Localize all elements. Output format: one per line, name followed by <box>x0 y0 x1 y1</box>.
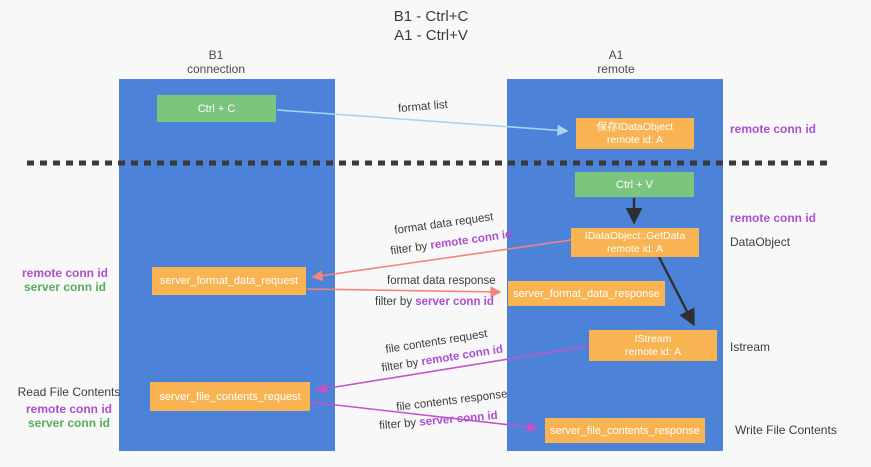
server-format-data-request-box: server_format_data_request <box>152 267 306 295</box>
getdata-line1: IDataObject::GetData <box>584 229 686 242</box>
save-idataobject-line1: 保存IDataObject <box>596 120 674 133</box>
server-format-data-request-label: server_format_data_request <box>159 275 299 287</box>
server-file-contents-response-label: server_file_contents_response <box>550 424 700 437</box>
filter-by-prefix: filter by <box>375 296 416 308</box>
lane-header-b1: B1 connection <box>136 48 296 76</box>
format-data-response-label: format data response <box>387 275 496 287</box>
ctrl-v-box: Ctrl + V <box>575 172 694 197</box>
server-file-contents-response-box: server_file_contents_response <box>545 418 705 443</box>
right-dataobject-label: DataObject <box>730 235 791 249</box>
right-write-file-contents-label: Write File Contents <box>735 423 837 437</box>
page-title-line1: B1 - Ctrl+C <box>393 8 469 25</box>
server-format-data-response-box: server_format_data_response <box>508 281 665 306</box>
left-remote-conn-id-bottom: remote conn id <box>25 402 112 416</box>
istream-line2: remote id: A <box>624 345 682 358</box>
left-server-conn-id-top: server conn id <box>23 280 107 294</box>
lane-a1-type: remote <box>597 61 635 76</box>
right-remote-conn-id-top: remote conn id <box>730 122 817 136</box>
left-read-file-contents-label: Read File Contents <box>17 385 121 399</box>
idataobject-getdata-box: IDataObject::GetData remote id: A <box>571 228 699 257</box>
ctrl-v-label: Ctrl + V <box>616 178 653 191</box>
server-file-contents-request-label: server_file_contents_request <box>159 390 301 403</box>
page-title: B1 - Ctrl+C A1 - Ctrl+V <box>0 7 862 45</box>
ctrl-c-box: Ctrl + C <box>157 95 276 122</box>
getdata-to-istream-arrow <box>657 256 695 327</box>
istream-box: IStream remote id: A <box>589 330 717 361</box>
left-server-conn-id-bottom: server conn id <box>27 416 111 430</box>
save-idataobject-line2: remote id: A <box>606 133 664 146</box>
lane-b1-name: B1 <box>208 48 224 62</box>
format-data-response-filter-label: filter by server conn id <box>375 296 494 308</box>
file-contents-request-arrow <box>315 345 590 394</box>
page-title-line2: A1 - Ctrl+V <box>394 27 468 44</box>
left-remote-conn-id-top: remote conn id <box>21 266 108 280</box>
lane-header-a1: A1 remote <box>536 48 696 76</box>
save-idataobject-box: 保存IDataObject remote id: A <box>576 118 694 149</box>
lane-a1-name: A1 <box>608 48 624 62</box>
lane-b1-type: connection <box>186 61 246 76</box>
server-format-data-response-label: server_format_data_response <box>513 287 660 300</box>
istream-line1: IStream <box>634 332 672 345</box>
file-contents-response-arrow <box>309 401 539 433</box>
format-data-request-arrow <box>311 239 572 282</box>
server-file-contents-request-box: server_file_contents_request <box>150 382 310 411</box>
server-conn-id-text: server conn id <box>415 296 494 308</box>
right-istream-label: Istream <box>730 340 771 354</box>
getdata-line2: remote id: A <box>606 242 664 255</box>
format-data-response-arrow <box>306 286 502 298</box>
format-list-arrow <box>276 109 569 136</box>
ctrl-c-label: Ctrl + C <box>197 102 236 115</box>
right-remote-conn-id-mid: remote conn id <box>730 211 817 225</box>
